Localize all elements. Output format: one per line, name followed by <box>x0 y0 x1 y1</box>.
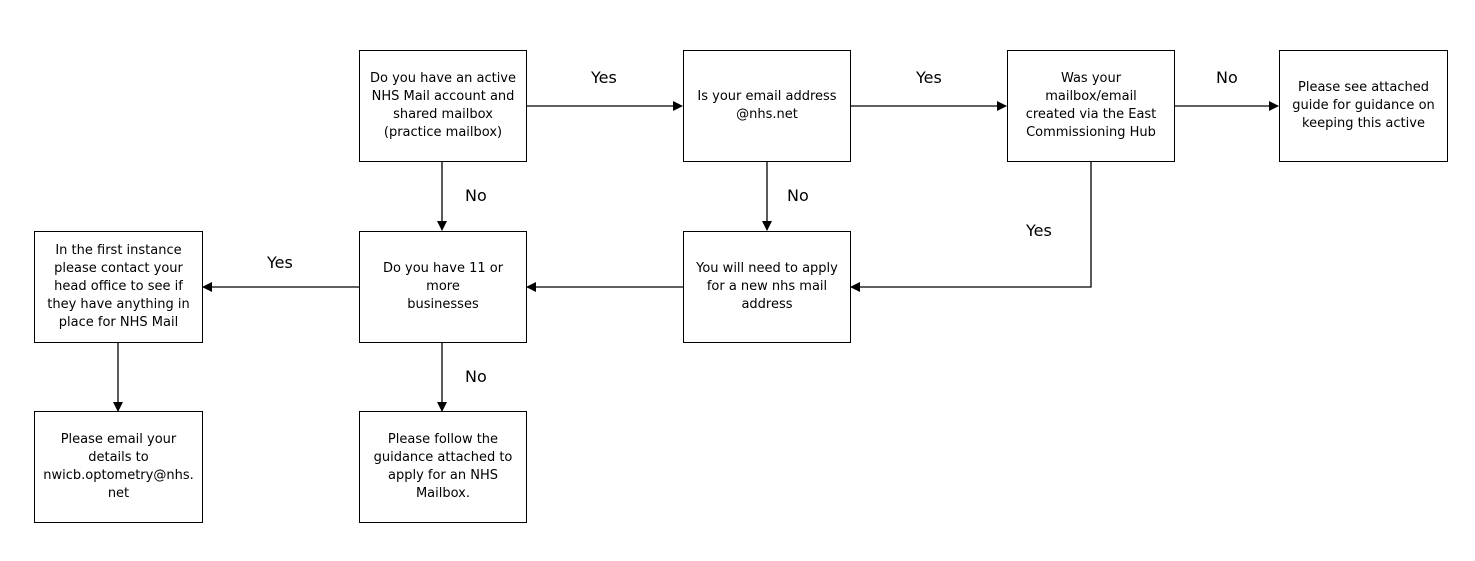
label-yes-nhsnet-to-hub: Yes <box>916 68 942 87</box>
node-active-mail-text: Do you have an active NHS Mail account a… <box>370 71 516 140</box>
label-no-nhsnet-to-apply: No <box>787 186 809 205</box>
node-nhs-net-question: Is your email address @nhs.net <box>683 50 851 162</box>
node-east-hub-text: Was your mailbox/email created via the E… <box>1025 71 1157 140</box>
label-yes-hub-to-apply: Yes <box>1026 221 1052 240</box>
arrow-hub-to-apply <box>850 162 1092 292</box>
label-yes-active-to-nhsnet: Yes <box>591 68 617 87</box>
node-guide-active: Please see attached guide for guidance o… <box>1279 50 1448 162</box>
label-no-11-to-follow: No <box>465 367 487 386</box>
node-active-mail-question: Do you have an active NHS Mail account a… <box>359 50 527 162</box>
node-apply-new: You will need to apply for a new nhs mai… <box>683 231 851 343</box>
node-email-details: Please email your details to nwicb.optom… <box>34 411 203 523</box>
node-east-hub-question: Was your mailbox/email created via the E… <box>1007 50 1175 162</box>
node-follow-guidance-text: Please follow the guidance attached to a… <box>373 432 513 501</box>
node-contact-head-office-text: In the first instance please contact you… <box>47 243 190 330</box>
label-no-active-to-11: No <box>465 186 487 205</box>
node-follow-guidance: Please follow the guidance attached to a… <box>359 411 527 523</box>
node-eleven-businesses-text: Do you have 11 or more businesses <box>382 261 504 312</box>
node-apply-new-text: You will need to apply for a new nhs mai… <box>696 261 838 312</box>
node-guide-active-text: Please see attached guide for guidance o… <box>1292 80 1435 131</box>
node-email-details-text: Please email your details to nwicb.optom… <box>43 432 194 501</box>
node-nhs-net-text: Is your email address @nhs.net <box>697 89 837 122</box>
label-no-hub-to-guide: No <box>1216 68 1238 87</box>
node-contact-head-office: In the first instance please contact you… <box>34 231 203 343</box>
label-yes-11-to-head: Yes <box>267 253 293 272</box>
node-eleven-businesses-question: Do you have 11 or more businesses <box>359 231 527 343</box>
